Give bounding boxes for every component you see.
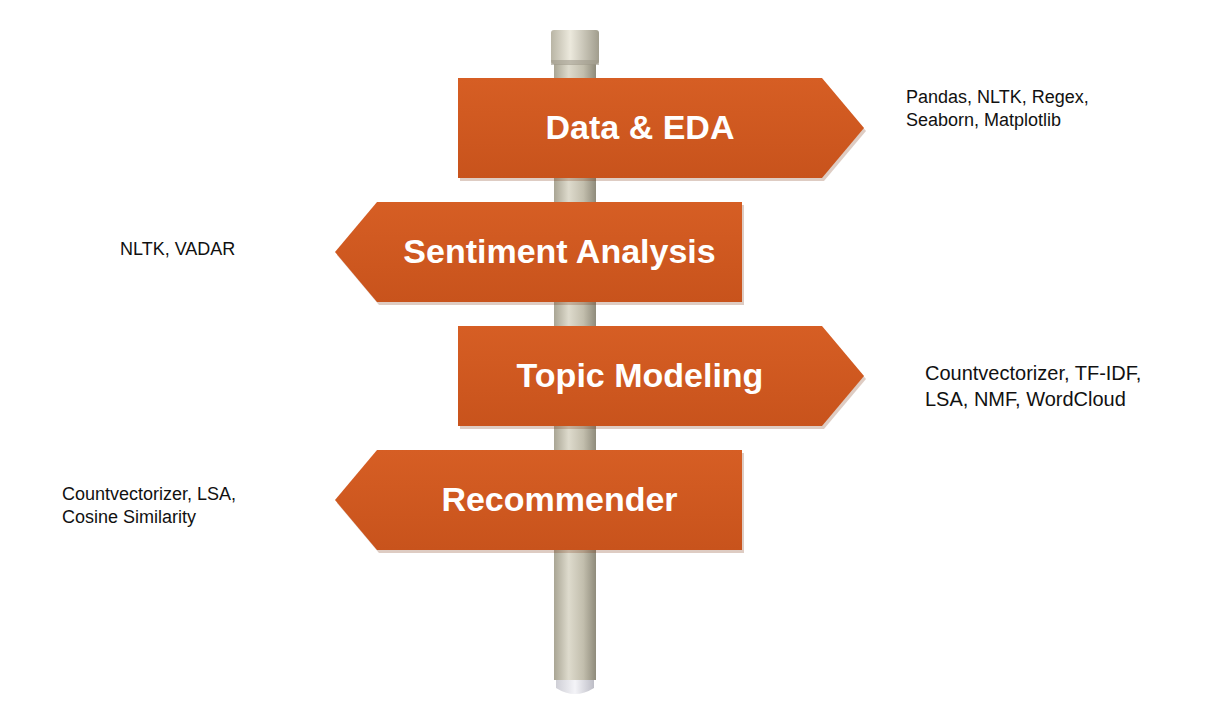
sign-title: Data & EDA (546, 109, 735, 146)
sign-board: Topic Modeling (458, 326, 864, 426)
sign-title: Recommender (441, 481, 677, 518)
tool-list: Pandas, NLTK, Regex, Seaborn, Matplotlib (906, 86, 1146, 133)
tool-list: NLTK, VADAR (120, 238, 340, 261)
sign-board: Recommender (335, 450, 742, 550)
sign-title: Topic Modeling (517, 357, 764, 394)
tool-list: Countvectorizer, TF-IDF, LSA, NMF, WordC… (925, 360, 1187, 412)
tool-list: Countvectorizer, LSA, Cosine Similarity (62, 483, 292, 530)
sign-board: Sentiment Analysis (335, 202, 742, 302)
sign-title: Sentiment Analysis (403, 233, 715, 270)
sign-board: Data & EDA (458, 78, 864, 178)
